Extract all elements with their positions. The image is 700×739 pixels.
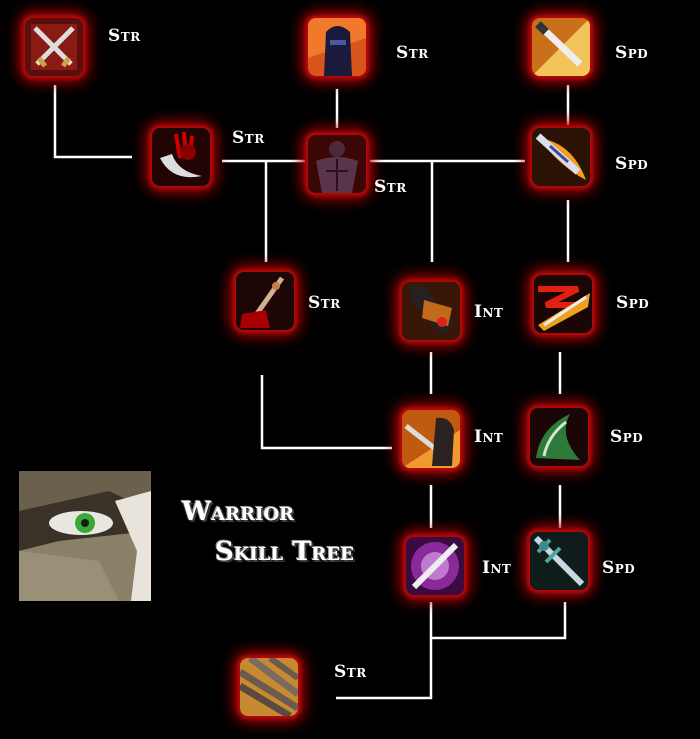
skill-stat-label: Spd (615, 154, 649, 174)
connector-line (429, 602, 567, 640)
skill-stat-label: Str (334, 662, 367, 682)
skill-jeweled-sword-icon[interactable] (530, 532, 588, 590)
skill-armored-gauntlet-icon[interactable] (402, 282, 460, 340)
skill-stat-label: Spd (616, 293, 650, 313)
skill-stat-label: Spd (615, 43, 649, 63)
skill-stat-label: Int (474, 302, 504, 322)
skill-flame-warrior-icon[interactable] (402, 410, 460, 468)
title-line-1: Warrior (182, 497, 295, 527)
skill-diving-blade-icon[interactable] (532, 18, 590, 76)
skill-stat-label: Spd (602, 558, 636, 578)
skill-stat-label: Str (374, 177, 407, 197)
connector-line (53, 85, 132, 159)
skill-fire-slash-icon[interactable] (534, 275, 592, 333)
skill-stat-label: Str (396, 43, 429, 63)
skill-blood-sword-icon[interactable] (236, 272, 294, 330)
skill-purple-sword-icon[interactable] (406, 537, 464, 595)
connector-line (260, 375, 392, 450)
skill-stat-label: Str (232, 128, 265, 148)
skill-crossed-swords-icon[interactable] (25, 18, 83, 76)
skill-muscle-body-icon[interactable] (308, 135, 366, 193)
connector-line (336, 638, 433, 700)
skill-stat-label: Str (108, 26, 141, 46)
title-line-2: Skill Tree (215, 537, 354, 567)
skill-stat-label: Str (308, 293, 341, 313)
skill-crested-blade-icon[interactable] (532, 128, 590, 186)
skill-stat-label: Int (482, 558, 512, 578)
skill-stat-label: Spd (610, 427, 644, 447)
skill-hooded-assassin-icon[interactable] (308, 18, 366, 76)
skill-green-slash-icon[interactable] (530, 408, 588, 466)
skill-iron-bars-icon[interactable] (240, 658, 298, 716)
warrior-portrait (19, 471, 151, 601)
skill-stat-label: Int (474, 427, 504, 447)
skill-blood-claw-icon[interactable] (152, 128, 210, 186)
